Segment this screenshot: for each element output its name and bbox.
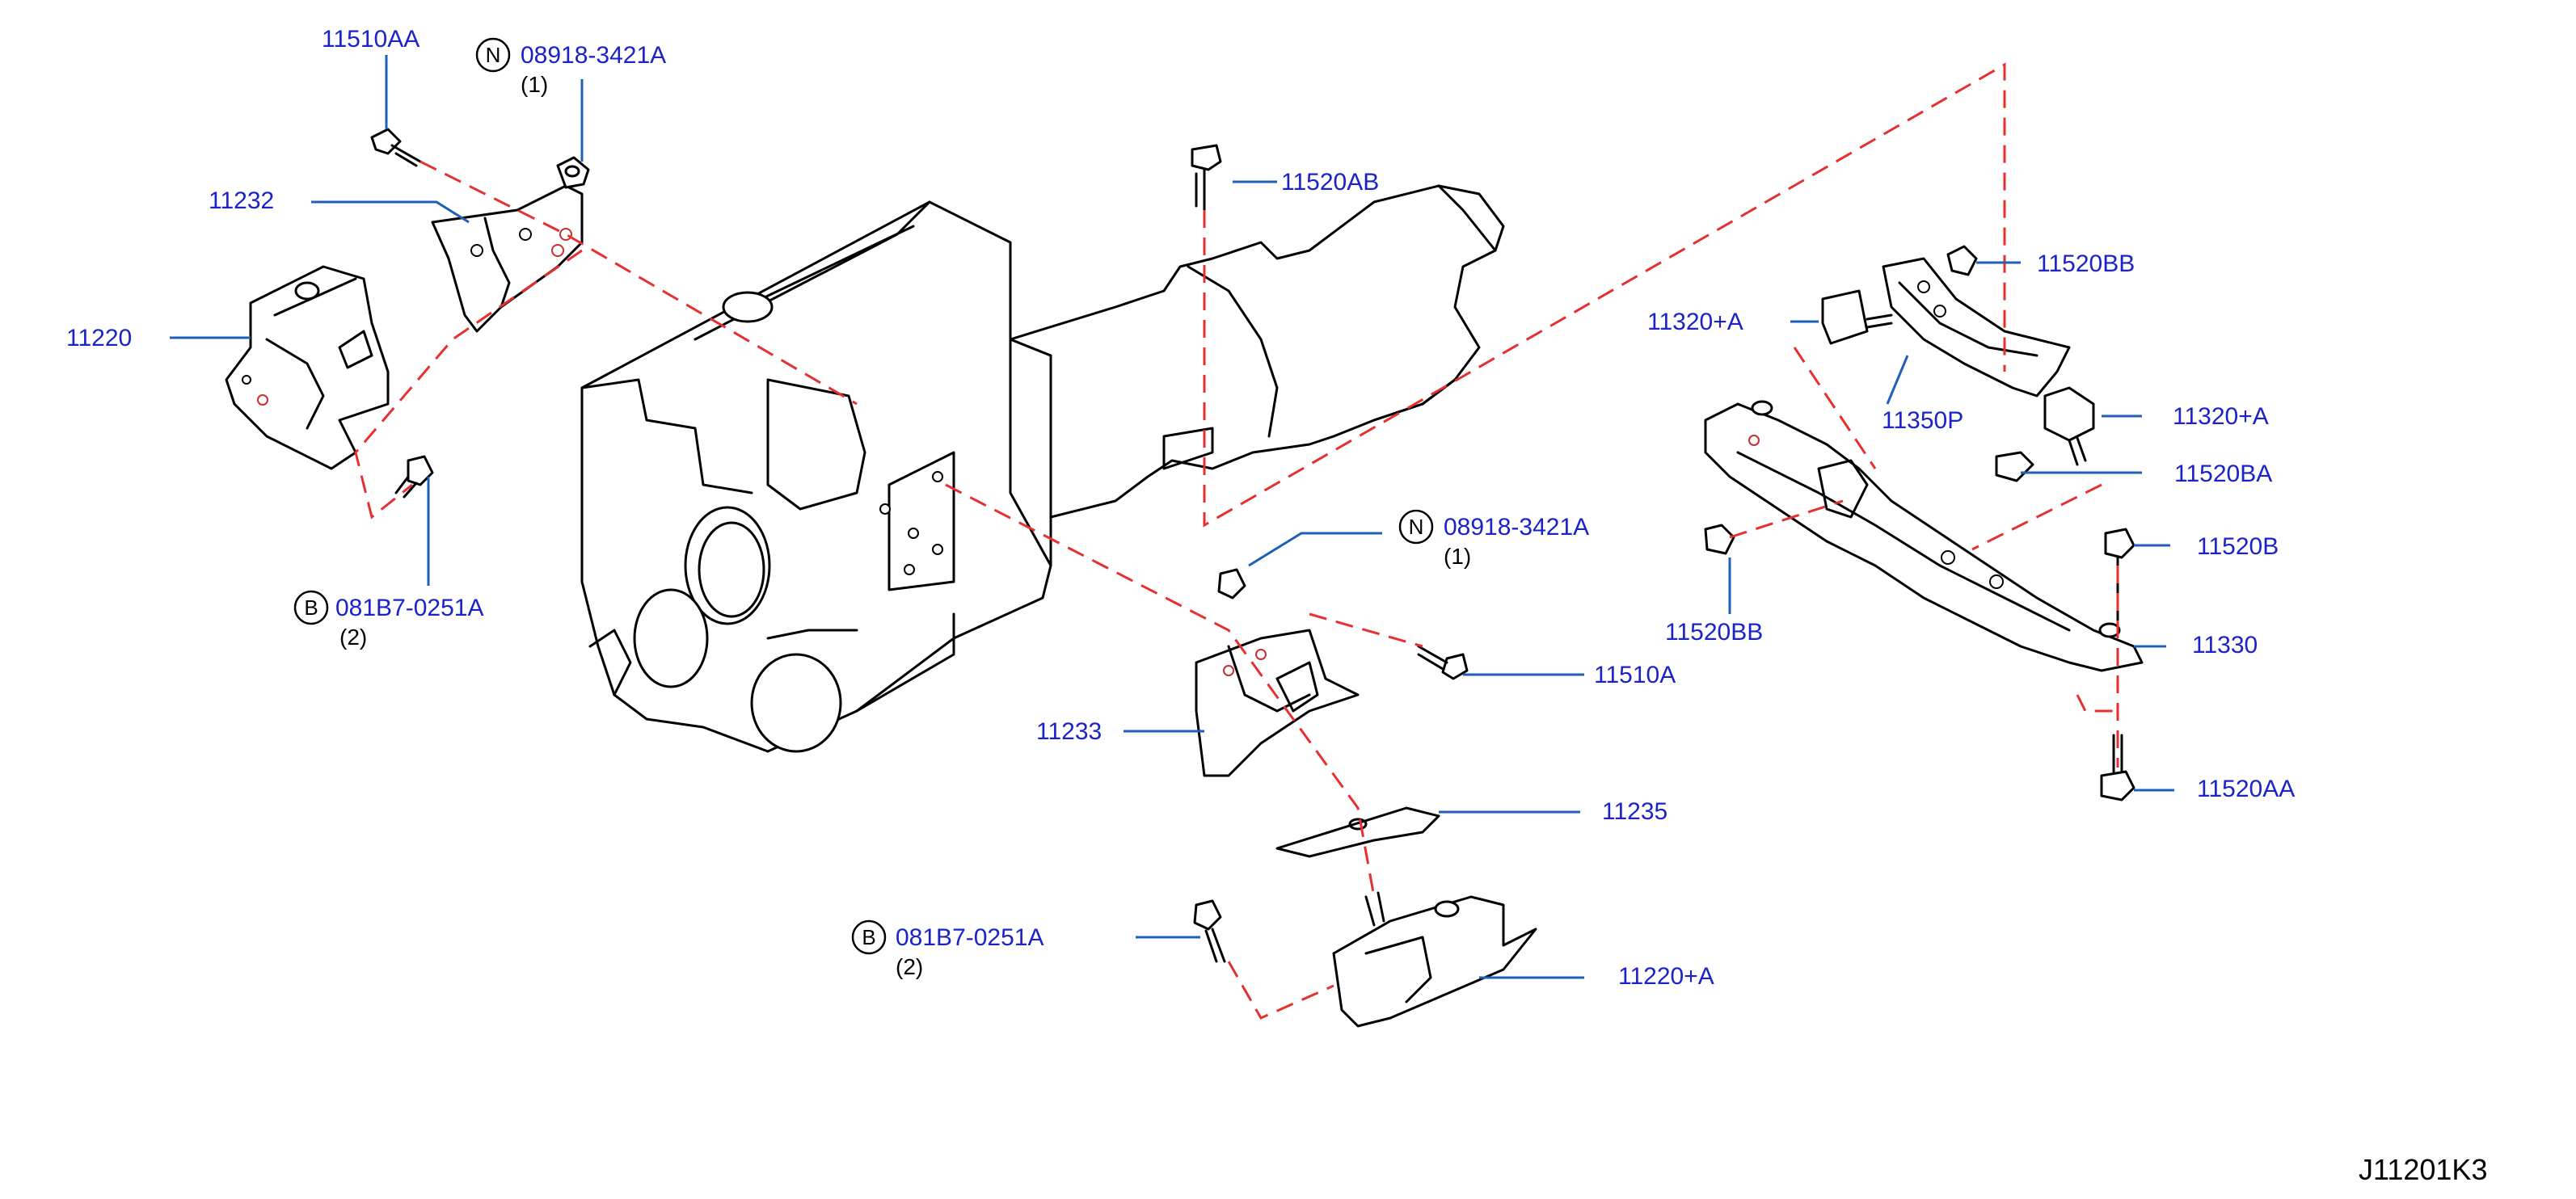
diagram-reference-code: J11201K3 [2359, 1153, 2487, 1186]
quantity-label: (2) [896, 954, 923, 979]
n-symbol-circle [1398, 509, 1434, 545]
bracket-11233-drawing [1195, 629, 1360, 777]
part-number-11232[interactable]: 11232 [209, 187, 274, 214]
engine-assembly-drawing [580, 200, 1052, 753]
mid-fasteners-drawing [1191, 144, 1469, 963]
part-number-11510A[interactable]: 11510A [1594, 662, 1676, 688]
part-number-081B7-0251A[interactable]: 081B7-0251A [335, 595, 484, 621]
n-symbol-letter: N [1409, 515, 1424, 539]
part-number-081B7-0251A[interactable]: 081B7-0251A [896, 924, 1044, 951]
b-symbol-circle [293, 590, 329, 625]
part-number-11520BB[interactable]: 11520BB [1665, 619, 1763, 646]
part-number-11520BA[interactable]: 11520BA [2174, 461, 2272, 487]
part-number-11520BB[interactable]: 11520BB [2037, 250, 2135, 277]
part-number-11233[interactable]: 11233 [1036, 718, 1102, 745]
part-number-11520AB[interactable]: 11520AB [1281, 169, 1379, 196]
part-number-11330[interactable]: 11330 [2192, 632, 2258, 658]
plate-11235-drawing [1275, 806, 1440, 858]
part-number-08918-3421A[interactable]: 08918-3421A [521, 42, 666, 69]
n-symbol-letter: N [486, 43, 501, 67]
part-number-11235[interactable]: 11235 [1602, 798, 1667, 825]
part-number-11220A[interactable]: 11220+A [1618, 963, 1714, 990]
part-number-11350P[interactable]: 11350P [1882, 407, 1963, 434]
insulator-11220-drawing [225, 265, 390, 470]
quantity-label: (2) [339, 625, 367, 650]
leader-lines [170, 55, 2174, 979]
insulators-11320A-drawing [1821, 289, 2095, 466]
part-number-11320A[interactable]: 11320+A [1647, 309, 1743, 335]
quantity-label: (1) [521, 72, 548, 97]
n-symbol-circle [475, 37, 511, 73]
part-number-08918-3421A[interactable]: 08918-3421A [1444, 514, 1589, 541]
bracket-11350P-drawing [1882, 257, 2071, 398]
assembly-lines [354, 62, 2119, 1020]
b-symbol-letter: B [304, 595, 318, 620]
part-number-11510AA[interactable]: 11510AA [322, 26, 419, 53]
part-number-11520B[interactable]: 11520B [2197, 533, 2279, 560]
part-number-11220[interactable]: 11220 [66, 325, 132, 351]
part-number-11520AA[interactable]: 11520AA [2197, 776, 2295, 802]
callout-labels: 11510AA N 08918-3421A (1) 11232 11220 B … [66, 26, 2487, 1186]
transmission-drawing [1009, 184, 1505, 519]
insulator-11220A-drawing [1332, 891, 1537, 1028]
b-symbol-circle [851, 919, 887, 955]
crossmember-11330-drawing [1704, 400, 2144, 672]
b-symbol-letter: B [862, 925, 875, 949]
part-number-11320A[interactable]: 11320+A [2173, 403, 2269, 430]
left-fasteners-drawing [370, 128, 590, 499]
quantity-label: (1) [1444, 544, 1471, 569]
bracket-11232-drawing [431, 184, 584, 333]
